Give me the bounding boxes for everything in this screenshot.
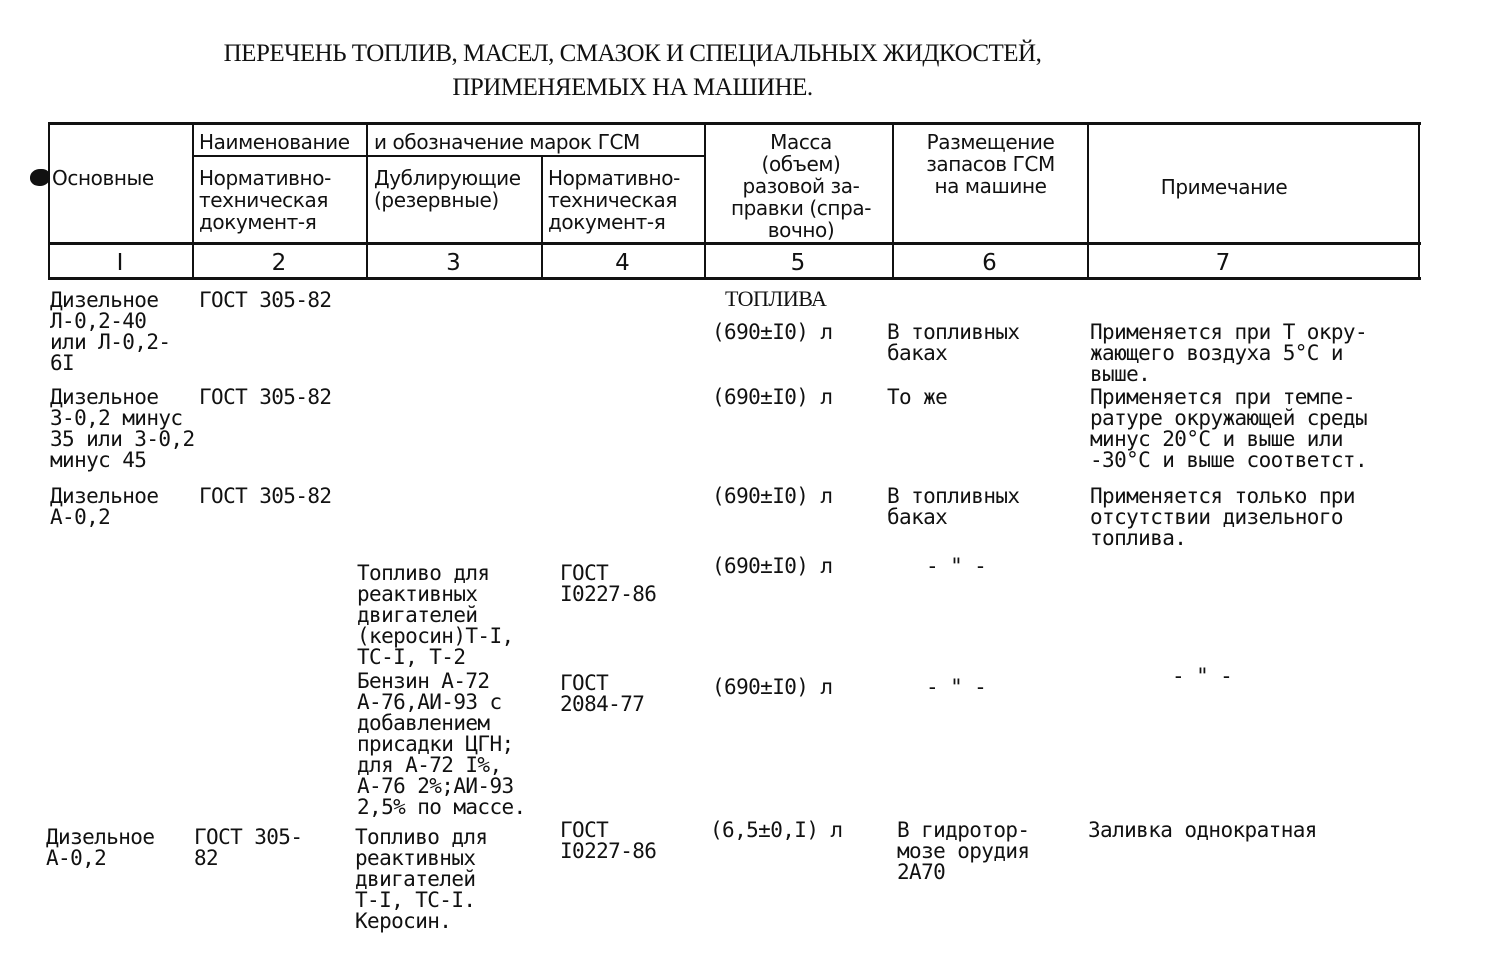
header-col-border-1 <box>192 122 194 279</box>
header-col-border-7 <box>1418 122 1420 279</box>
cell-reserve-doc: ГОСТ I0227-86 <box>560 561 657 606</box>
document-title-line1: ПЕРЕЧЕНЬ ТОПЛИВ, МАСЕЛ, СМАЗОК И СПЕЦИАЛ… <box>223 40 1042 67</box>
cell-mass: (6,5±0,I) л <box>710 818 843 842</box>
cell-reserve-doc: ГОСТ 2084-77 <box>560 671 645 716</box>
document-title-line2: ПРИМЕНЯЕМЫХ НА МАШИНЕ. <box>452 74 813 101</box>
cell-placement: - " - <box>926 554 987 578</box>
header-col-border-6 <box>1087 122 1089 279</box>
cell-mass: (690±I0) л <box>712 385 833 409</box>
header-col7-note: Примечание <box>1160 175 1288 199</box>
cell-placement: То же <box>887 385 948 409</box>
column-number-5: 5 <box>790 250 806 276</box>
cell-mass: (690±I0) л <box>712 484 833 508</box>
column-number-3: 3 <box>446 250 461 276</box>
header-col-border-2 <box>366 122 368 279</box>
cell-placement: - " - <box>926 675 987 699</box>
column-number-6: 6 <box>982 250 997 276</box>
cell-main: Дизельное А-0,2 <box>46 825 155 870</box>
cell-placement: В гидротор- мозе орудия 2А70 <box>897 818 1030 884</box>
cell-note: Применяется только при отсутствии дизель… <box>1090 484 1356 550</box>
cell-reserve: Топливо для реактивных двигателей (керос… <box>357 561 514 669</box>
column-number-4: 4 <box>615 250 630 276</box>
header-col-border-0 <box>48 122 50 279</box>
column-number-7: 7 <box>1215 250 1231 276</box>
header-top-border <box>48 122 1421 125</box>
header-col6-placement: Размещение запасов ГСМ на машине <box>926 130 1055 198</box>
header-col-border-4 <box>704 122 706 279</box>
cell-main: Дизельное З-0,2 минус 35 или З-0,2 минус… <box>50 385 195 472</box>
cell-main-doc: ГОСТ 305-82 <box>199 385 332 409</box>
cell-main-doc: ГОСТ 305- 82 <box>194 825 303 870</box>
cell-reserve: Топливо для реактивных двигателей Т-I, Т… <box>355 825 488 933</box>
header-group-part1: Наименование <box>199 130 350 154</box>
cell-placement: В топливных баках <box>887 484 1020 529</box>
header-col4-reserve-doc: Нормативно- техническая документ-я <box>548 166 680 234</box>
cell-mass: (690±I0) л <box>712 675 833 699</box>
header-bottom-border <box>48 242 1421 245</box>
cell-note: Применяется при темпе- ратуре окружающей… <box>1090 385 1368 472</box>
cell-note: Применяется при Т окру- жающего воздуха … <box>1090 320 1368 386</box>
cell-main: Дизельное А-0,2 <box>50 484 159 529</box>
cell-note: Заливка однократная <box>1088 818 1317 842</box>
cell-main-doc: ГОСТ 305-82 <box>199 288 332 312</box>
cell-reserve-doc: ГОСТ I0227-86 <box>560 818 657 863</box>
cell-note: - " - <box>1172 664 1233 688</box>
header-group-underline <box>192 155 704 157</box>
header-col-border-5 <box>892 122 894 279</box>
cell-main-doc: ГОСТ 305-82 <box>199 484 332 508</box>
column-number-1: I <box>116 250 124 276</box>
header-col5-mass: Масса (объем) разовой за- правки (спра- … <box>730 130 872 242</box>
section-label: ТОПЛИВА <box>725 286 827 311</box>
header-numbers-bottom-border <box>48 277 1421 280</box>
cell-placement: В топливных баках <box>887 320 1020 365</box>
header-col1-main: Основные <box>52 166 154 190</box>
cell-mass: (690±I0) л <box>712 554 833 578</box>
column-number-2: 2 <box>271 250 287 276</box>
header-col2-main-doc: Нормативно- техническая документ-я <box>199 166 331 234</box>
cell-mass: (690±I0) л <box>712 320 833 344</box>
ink-blot <box>30 169 50 186</box>
cell-main: Дизельное Л-0,2-40 или Л-0,2- 6I <box>50 288 171 375</box>
cell-reserve: Бензин А-72 А-76,АИ-93 с добавлением при… <box>357 669 526 819</box>
header-group-part2: и обозначение марок ГСМ <box>374 130 640 154</box>
header-col3-reserve: Дублирующие (резервные) <box>374 166 521 212</box>
header-col-border-3 <box>541 156 543 279</box>
